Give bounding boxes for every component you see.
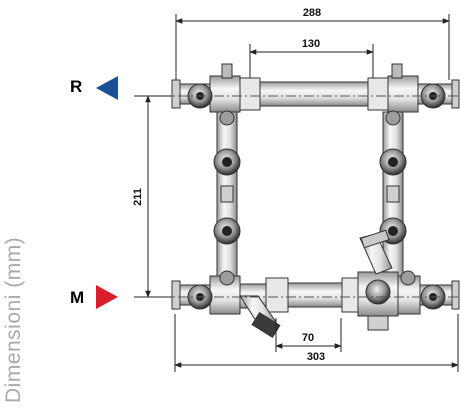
- return-arrow-icon: [96, 76, 118, 100]
- center-lines: [160, 95, 458, 298]
- dim-label-overall-bottom: 303: [307, 351, 325, 363]
- dim-label-filter-gap: 70: [302, 332, 314, 344]
- vertical-pipe-valves: [213, 148, 407, 245]
- flow-manifold: [171, 271, 460, 317]
- dim-label-overall-top: 288: [303, 7, 321, 19]
- dimension-labels: 288 130 211 70 303: [132, 7, 325, 363]
- flow-arrow-icon: [96, 285, 118, 309]
- dim-label-vertical: 211: [132, 188, 144, 206]
- return-label: R: [70, 77, 83, 96]
- return-manifold: [171, 63, 460, 113]
- side-title: Dimensioni (mm): [2, 236, 25, 403]
- flow-label: M: [70, 288, 85, 307]
- dim-label-pipe-top: 130: [302, 38, 320, 50]
- balancing-valve: [359, 229, 393, 331]
- dimension-lines: [134, 14, 459, 372]
